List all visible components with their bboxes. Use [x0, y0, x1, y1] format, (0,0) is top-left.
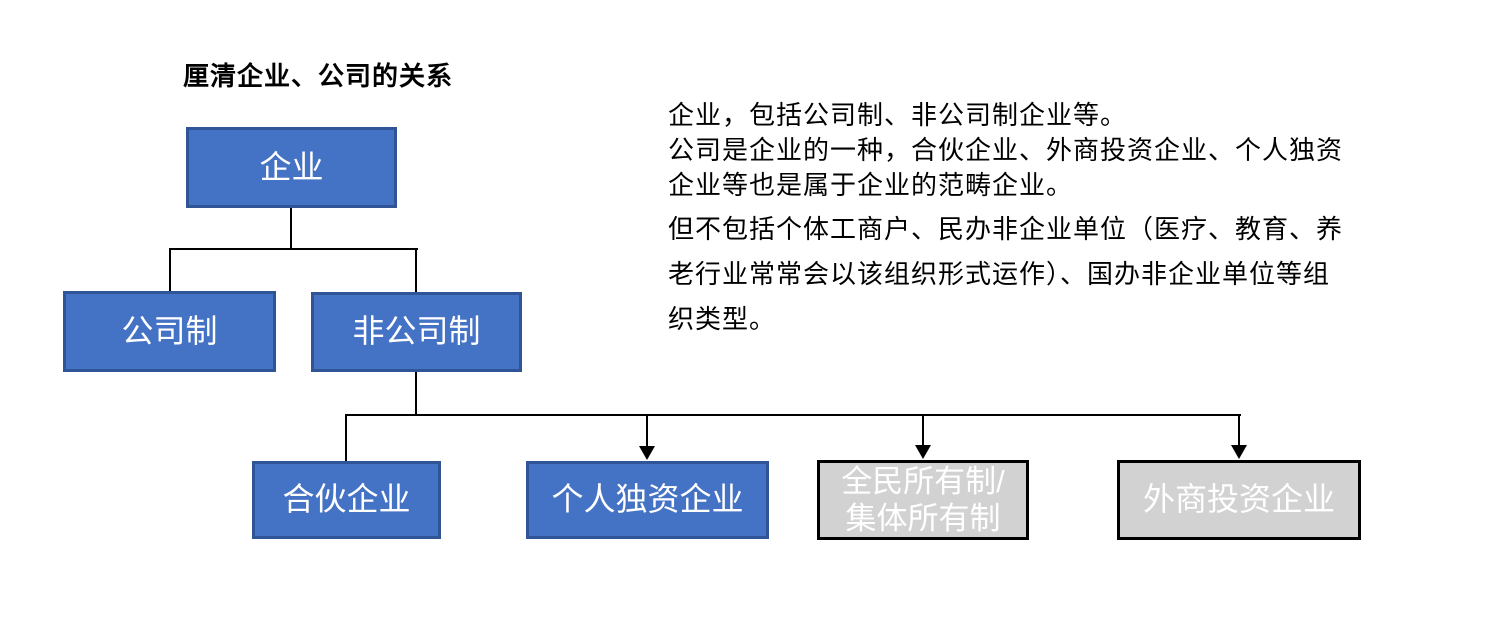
connector-level3-crossbar	[345, 414, 1241, 416]
node-sole-proprietorship-enterprise: 个人独资企业	[526, 461, 769, 539]
connector-non-company-stem	[415, 372, 417, 415]
description-line: 但不包括个体工商户、民办非企业单位（医疗、教育、养	[668, 214, 1344, 244]
node-whole-people-ownership-line1: 全民所有制/	[841, 464, 1005, 499]
node-whole-people-ownership-line2: 集体所有制	[845, 501, 1001, 536]
connector-enterprise-stem	[290, 208, 292, 249]
node-foreign-invested-enterprise-label: 外商投资企业	[1142, 481, 1335, 518]
node-foreign-invested-enterprise: 外商投资企业	[1117, 460, 1361, 540]
description-line: 企业，包括公司制、非公司制企业等。	[668, 100, 1128, 130]
down-arrowhead-foreign-invested	[1231, 445, 1247, 459]
description-text: 企业，包括公司制、非公司制企业等。 公司是企业的一种，合伙企业、外商投资企业、个…	[668, 98, 1343, 342]
description-paragraph-2: 但不包括个体工商户、民办非企业单位（医疗、教育、养 老行业常常会以该组织形式运作…	[668, 207, 1343, 342]
connector-drop-non-company-system	[415, 250, 417, 292]
node-enterprise: 企业	[186, 127, 397, 208]
connector-drop-company-system	[169, 250, 171, 291]
connector-drop-sole-proprietorship	[646, 416, 648, 447]
description-line: 老行业常常会以该组织形式运作）、国办非企业单位等组	[668, 259, 1331, 289]
node-sole-proprietorship-enterprise-label: 个人独资企业	[551, 481, 744, 518]
connector-level2-crossbar	[169, 248, 418, 250]
diagram-title: 厘清企业、公司的关系	[183, 61, 454, 91]
description-line: 织类型。	[668, 304, 777, 334]
connector-drop-whole-people-ownership	[922, 416, 924, 446]
description-line: 公司是企业的一种，合伙企业、外商投资企业、个人独资	[668, 135, 1344, 165]
node-non-company-system: 非公司制	[311, 292, 522, 372]
node-whole-people-collective-ownership: 全民所有制/ 集体所有制	[817, 460, 1029, 540]
node-company-system: 公司制	[63, 291, 276, 372]
description-line: 企业等也是属于企业的范畴企业。	[668, 170, 1074, 200]
down-arrowhead-whole-people-ownership	[915, 445, 931, 459]
node-non-company-system-label: 非公司制	[352, 313, 481, 350]
node-enterprise-label: 企业	[259, 148, 324, 185]
down-arrowhead-sole-proprietorship	[639, 446, 655, 460]
node-company-system-label: 公司制	[121, 312, 218, 349]
node-partnership-enterprise: 合伙企业	[252, 461, 441, 539]
connector-drop-foreign-invested	[1238, 416, 1240, 446]
connector-drop-partnership	[345, 416, 347, 461]
node-partnership-enterprise-label: 合伙企业	[282, 481, 411, 518]
description-paragraph-1: 企业，包括公司制、非公司制企业等。 公司是企业的一种，合伙企业、外商投资企业、个…	[668, 98, 1343, 203]
